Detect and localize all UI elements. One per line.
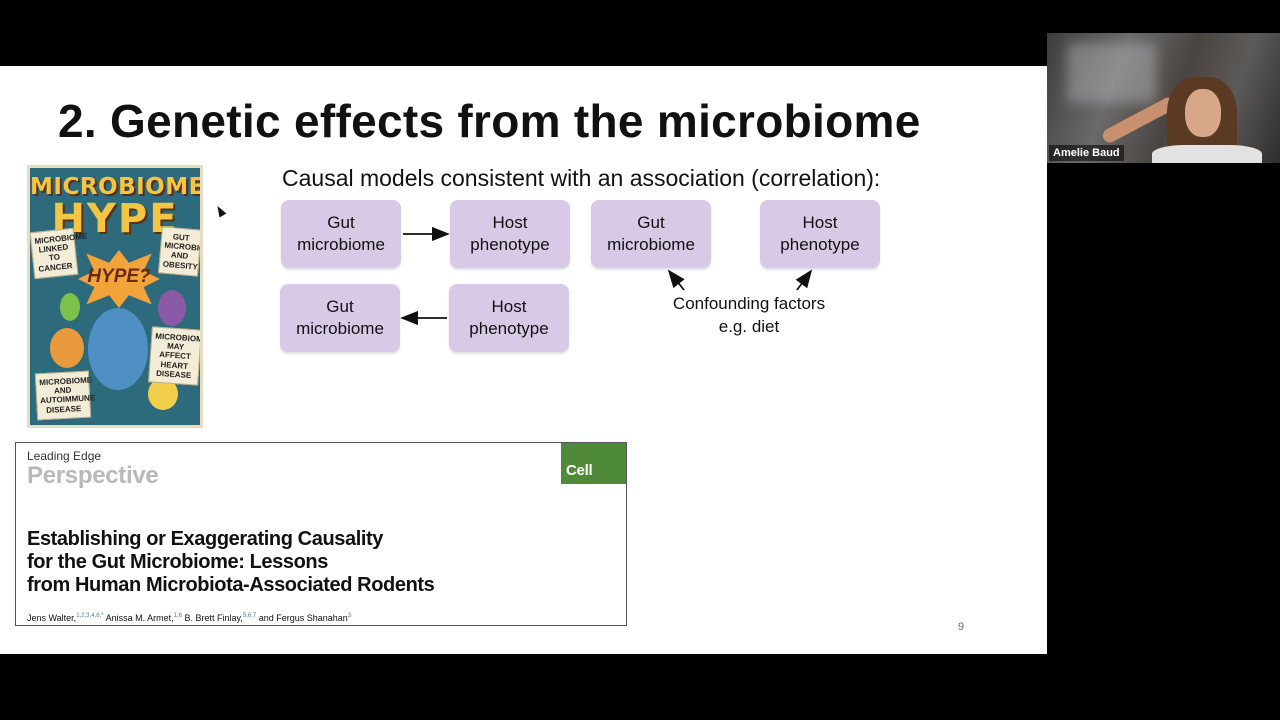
poster-microbe-blue bbox=[88, 308, 148, 390]
poster-microbe-green bbox=[60, 293, 80, 321]
slide-subtitle: Causal models consistent with an associa… bbox=[282, 165, 880, 192]
participant-name-label: Amelie Baud bbox=[1049, 145, 1124, 161]
paper-title: Establishing or Exaggerating Causality f… bbox=[27, 528, 547, 597]
node-host-phenotype: Host phenotype bbox=[450, 200, 570, 268]
author-affiliation: 1,2,3,4,6,* bbox=[76, 613, 103, 619]
slide-page-number: 9 bbox=[958, 621, 964, 633]
journal-logo: Cell bbox=[561, 443, 626, 484]
author-affiliation: 1,6 bbox=[174, 613, 182, 619]
video-face bbox=[1185, 89, 1221, 137]
slide-title: 2. Genetic effects from the microbiome bbox=[58, 94, 921, 148]
video-background bbox=[1067, 43, 1157, 103]
arrow-confounder-to-host bbox=[797, 271, 811, 290]
poster-note: GUT MICROBIOME AND OBESITY bbox=[158, 226, 202, 276]
presentation-slide: 2. Genetic effects from the microbiome M… bbox=[0, 66, 1047, 654]
paper-snippet: Leading Edge Perspective Cell Establishi… bbox=[15, 442, 627, 626]
confounding-factors-label: Confounding factors e.g. diet bbox=[650, 293, 848, 339]
author-affiliation: 3 bbox=[348, 613, 351, 619]
author-name: Anissa M. Armet, bbox=[106, 613, 174, 623]
node-gut-microbiome: Gut microbiome bbox=[591, 200, 711, 268]
node-host-phenotype: Host phenotype bbox=[449, 284, 569, 352]
author-affiliation: 5,6,7 bbox=[243, 613, 256, 619]
poster-burst-text: HYPE? bbox=[78, 266, 160, 288]
video-shirt bbox=[1152, 145, 1262, 163]
paper-type: Perspective bbox=[27, 462, 158, 490]
node-host-phenotype: Host phenotype bbox=[760, 200, 880, 268]
arrow-confounder-to-gut bbox=[669, 271, 684, 290]
poster-note: MICROBIOME MAY AFFECT HEART DISEASE bbox=[148, 326, 202, 385]
poster-note: MICROBIOME AND AUTOIMMUNE DISEASE bbox=[35, 371, 91, 421]
node-gut-microbiome: Gut microbiome bbox=[281, 200, 401, 268]
poster-microbe-purple bbox=[158, 290, 186, 326]
paper-section: Leading Edge bbox=[27, 449, 101, 463]
author-name: Jens Walter, bbox=[27, 613, 76, 623]
node-gut-microbiome: Gut microbiome bbox=[280, 284, 400, 352]
author-name: B. Brett Finlay, bbox=[184, 613, 242, 623]
microbiome-hype-poster: MICROBIOME HYPE HYPE? MICROBIOME LINKED … bbox=[27, 165, 203, 428]
paper-authors: Jens Walter,1,2,3,4,6,* Anissa M. Armet,… bbox=[27, 613, 351, 623]
participant-video-tile[interactable]: Amelie Baud bbox=[1047, 33, 1280, 163]
author-name: and Fergus Shanahan bbox=[259, 613, 348, 623]
poster-note: MICROBIOME LINKED TO CANCER bbox=[30, 228, 79, 279]
poster-microbe-orange bbox=[50, 328, 84, 368]
